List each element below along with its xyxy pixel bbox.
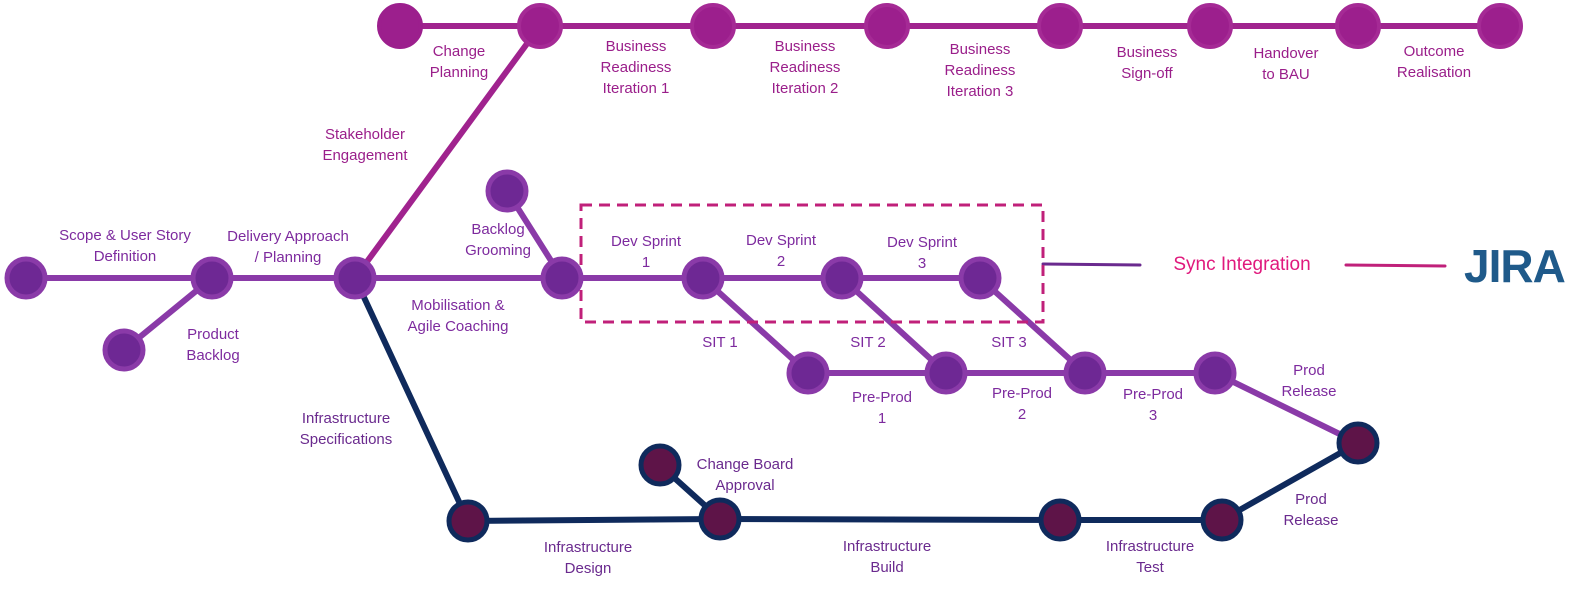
node-handover[interactable] <box>1335 3 1381 49</box>
node-stakeholder-hub[interactable] <box>333 256 377 300</box>
node-dev-sprint-2[interactable] <box>820 256 864 300</box>
node-business-start[interactable] <box>377 3 423 49</box>
label-sit-1: SIT 1 <box>702 334 738 351</box>
label-mobilisation: Mobilisation &Agile Coaching <box>408 297 509 335</box>
jira-logo: JIRA <box>1464 240 1565 292</box>
node-br-iteration-1[interactable] <box>690 3 736 49</box>
sync-integration-label: Sync Integration <box>1173 254 1310 275</box>
infrastructure-track <box>352 275 1361 525</box>
node-change-board[interactable] <box>638 443 682 487</box>
node-infra-test[interactable] <box>1038 498 1082 542</box>
sit2-branch <box>839 275 949 376</box>
node-preprod-3[interactable] <box>1063 351 1107 395</box>
node-br-iteration-2[interactable] <box>864 3 910 49</box>
node-br-iteration-3[interactable] <box>1037 3 1083 49</box>
nodes <box>4 3 1523 543</box>
node-scope[interactable] <box>4 256 48 300</box>
label-sit-2: SIT 2 <box>850 334 886 351</box>
node-infra-build[interactable] <box>698 497 742 541</box>
label-sit-3: SIT 3 <box>991 334 1027 351</box>
sync-integration-box <box>579 203 1045 324</box>
node-mobilisation[interactable] <box>540 256 584 300</box>
sit1-branch <box>700 275 811 376</box>
node-business-signoff[interactable] <box>1187 3 1233 49</box>
label-delivery-approach: Delivery Approach/ Planning <box>227 228 349 266</box>
node-delivery-approach[interactable] <box>190 256 234 300</box>
node-prod-release-gate[interactable] <box>1193 351 1237 395</box>
node-product-backlog[interactable] <box>102 328 146 372</box>
node-dev-sprint-3[interactable] <box>958 256 1002 300</box>
sit3-branch <box>977 275 1088 376</box>
prod-release-top-branch <box>1212 370 1361 446</box>
sync-connector-right <box>1344 263 1447 268</box>
node-backlog-grooming[interactable] <box>485 169 529 213</box>
node-preprod-1[interactable] <box>786 351 830 395</box>
node-dev-sprint-1[interactable] <box>681 256 725 300</box>
node-prod-release[interactable] <box>1336 421 1380 465</box>
node-change-planning[interactable] <box>517 3 563 49</box>
sync-connector-left <box>1041 262 1142 267</box>
node-preprod-2[interactable] <box>924 351 968 395</box>
node-infra-prod-release[interactable] <box>1200 498 1244 542</box>
node-outcome-realisation[interactable] <box>1477 3 1523 49</box>
node-infra-design[interactable] <box>446 499 490 543</box>
